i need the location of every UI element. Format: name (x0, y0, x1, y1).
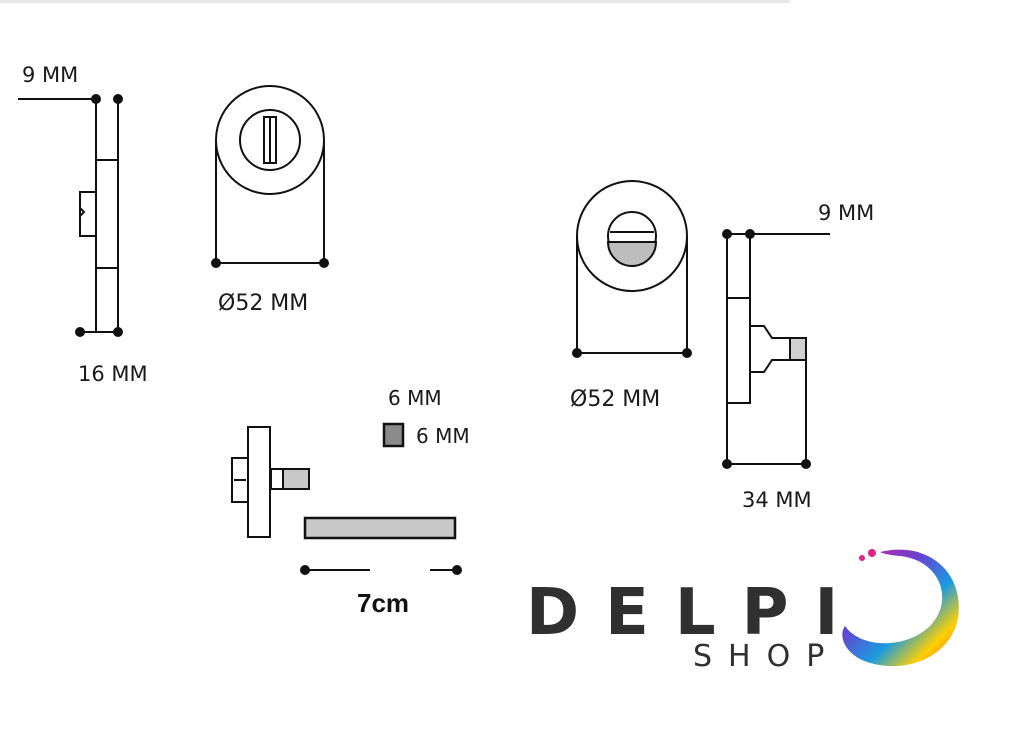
right-side-profile (722, 229, 830, 469)
delpi-shop-logo: DELPI SHOP (526, 549, 959, 674)
spindle-assembly (231, 426, 310, 538)
top-divider (0, 0, 790, 3)
bar-length-dimension (300, 565, 462, 575)
square-label-b: 6 MM (416, 424, 470, 448)
diameter-label-left: Ø52 MM (218, 291, 308, 316)
bar-length-label: 7cm (357, 588, 409, 618)
height-label-right: 34 MM (742, 488, 812, 512)
logo-dot-icon (868, 549, 876, 557)
square-spindle-section (382, 422, 405, 448)
logo-dot-icon (859, 555, 865, 561)
logo-swirl-icon (842, 549, 959, 667)
logo-wordmark: DELPI (526, 576, 864, 650)
diameter-label-right: Ø52 MM (570, 387, 660, 412)
spindle-bar (303, 516, 457, 540)
right-rosette-front (572, 180, 692, 358)
height-label-left: 16 MM (78, 362, 148, 386)
thickness-label-left: 9 MM (22, 63, 78, 87)
thickness-label-right: 9 MM (818, 201, 874, 225)
left-rosette-front (211, 85, 329, 268)
logo-subtitle: SHOP (693, 639, 840, 674)
left-side-profile (18, 94, 123, 337)
square-label-a: 6 MM (388, 386, 442, 410)
